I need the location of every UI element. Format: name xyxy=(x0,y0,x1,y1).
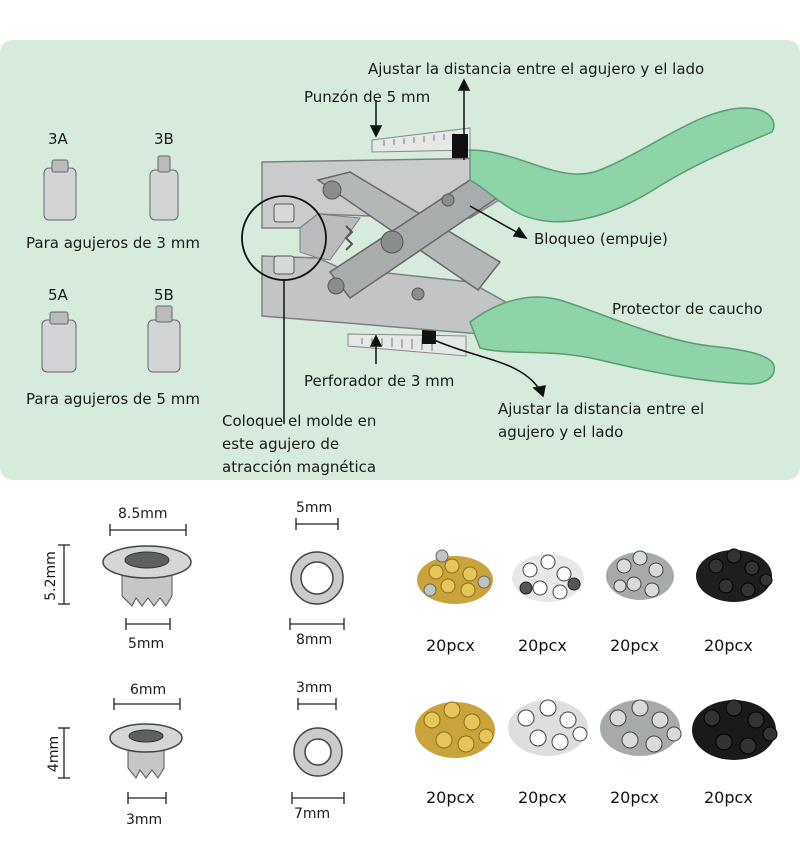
adjust-bottom-label: Ajustar la distancia entre el agujero y … xyxy=(498,400,705,441)
die-3b-label: 3B xyxy=(154,130,174,148)
grommet-pile-silver-2 xyxy=(600,699,682,756)
grommet-pile-white-1 xyxy=(512,554,584,602)
grommet-pile-white-2 xyxy=(508,699,588,756)
die-3a-label: 3A xyxy=(48,130,68,148)
rubber-label: Protector de caucho xyxy=(612,300,763,318)
pack-count: 20pcx xyxy=(610,636,659,655)
small-washer-outer: 7mm xyxy=(294,806,331,822)
die-5a-label: 5A xyxy=(48,286,68,304)
punch-5mm-label: Punzón de 5 mm xyxy=(304,88,431,106)
for-3mm-label: Para agujeros de 3 mm xyxy=(26,234,200,252)
pack-count: 20pcx xyxy=(610,788,659,807)
large-outer-width: 8.5mm xyxy=(118,506,168,522)
lock-label: Bloqueo (empuje) xyxy=(534,230,668,248)
top-ruler xyxy=(371,127,471,158)
grommet-pile-gold-2 xyxy=(415,701,495,758)
grommet-pile-silver-1 xyxy=(606,550,674,600)
pack-count: 20pcx xyxy=(426,636,475,655)
magnet-label: Coloque el molde en este agujero de atra… xyxy=(222,412,377,476)
pack-count: 20pcx xyxy=(704,788,753,807)
large-washer-outer: 8mm xyxy=(296,632,333,648)
large-grommet xyxy=(102,545,192,607)
pack-count: 20pcx xyxy=(704,636,753,655)
large-washer xyxy=(290,551,344,605)
perforator-label: Perforador de 3 mm xyxy=(304,372,455,390)
large-inner: 5mm xyxy=(128,636,165,652)
pack-count: 20pcx xyxy=(518,788,567,807)
small-washer-inner: 3mm xyxy=(296,680,333,696)
grommet-pile-black-2 xyxy=(692,699,778,760)
small-outer-width: 6mm xyxy=(130,682,167,698)
rubber-handles xyxy=(469,107,775,385)
adjust-top-label: Ajustar la distancia entre el agujero y … xyxy=(368,60,705,78)
die-5b-label: 5B xyxy=(154,286,174,304)
pack-count: 20pcx xyxy=(518,636,567,655)
dies-5mm xyxy=(41,305,181,373)
small-inner: 3mm xyxy=(126,812,163,828)
for-5mm-label: Para agujeros de 5 mm xyxy=(26,390,200,408)
large-height: 5.2mm xyxy=(42,551,59,601)
dies-3mm xyxy=(43,155,179,221)
small-height: 4mm xyxy=(46,735,63,773)
grommet-pile-gold-1 xyxy=(417,549,493,604)
grommet-pile-black-1 xyxy=(696,548,773,602)
small-washer xyxy=(293,727,343,777)
pack-count: 20pcx xyxy=(426,788,475,807)
small-grommet xyxy=(109,723,183,779)
large-washer-inner: 5mm xyxy=(296,500,333,516)
